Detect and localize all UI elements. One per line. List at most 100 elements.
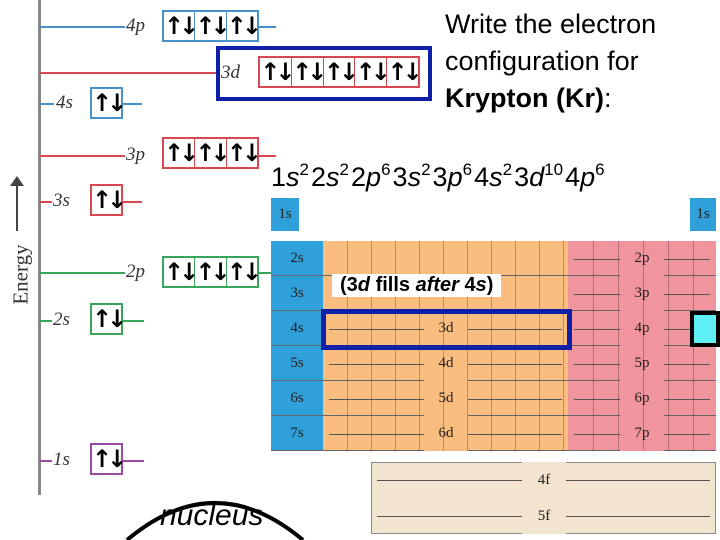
energy-axis bbox=[38, 0, 41, 495]
s-block-top-right bbox=[690, 198, 716, 231]
config-term-n: 3 bbox=[392, 162, 408, 192]
cell-1s-left: 1s bbox=[278, 206, 292, 222]
cell-5f: 5f bbox=[522, 498, 566, 534]
cell-3s: 3s bbox=[290, 285, 304, 301]
question-text: Write the electron configuration for Kry… bbox=[445, 6, 656, 117]
level-label-4p: 4p bbox=[126, 15, 145, 36]
config-term: 2s2 bbox=[311, 161, 349, 192]
electron-pair: ↑↓ bbox=[260, 58, 295, 86]
energy-arrow-line bbox=[16, 183, 18, 231]
cell-4d: 4d bbox=[424, 346, 468, 381]
question-line-2: configuration for bbox=[445, 46, 639, 76]
config-term: 3d10 bbox=[514, 160, 564, 192]
grid-line bbox=[668, 241, 669, 451]
s-block bbox=[271, 241, 323, 451]
level-label-2p: 2p bbox=[126, 261, 145, 282]
cell-2s: 2s bbox=[290, 250, 304, 266]
krypton-cell bbox=[690, 311, 720, 347]
cell-6s: 6s bbox=[290, 390, 304, 406]
config-term-e: 2 bbox=[299, 160, 309, 179]
cell-5p: 5p bbox=[620, 346, 664, 381]
cell-2p: 2p bbox=[620, 241, 664, 276]
level-line-2p bbox=[40, 272, 125, 274]
highlight-3d-row bbox=[321, 309, 572, 350]
config-term-n: 3 bbox=[514, 162, 530, 192]
grid-line bbox=[593, 241, 594, 451]
electron-pair: ↑↓ bbox=[92, 89, 127, 117]
cell-7s: 7s bbox=[290, 425, 304, 441]
config-term-l: s bbox=[489, 162, 503, 192]
config-term-l: s bbox=[286, 162, 300, 192]
orbital-box-3p: ↑↓ ↑↓ ↑↓ bbox=[162, 137, 262, 169]
energy-arrow-head bbox=[10, 176, 24, 186]
electron-pair: ↑↓ bbox=[292, 58, 327, 86]
config-term-l: d bbox=[529, 162, 545, 192]
orbital-box-2p: ↑↓ ↑↓ ↑↓ bbox=[162, 256, 262, 288]
config-term: 3p6 bbox=[433, 160, 473, 192]
cell-5d: 5d bbox=[424, 381, 468, 416]
electron-pair: ↑↓ bbox=[226, 12, 262, 40]
level-label-3p: 3p bbox=[126, 144, 145, 165]
cell-4s: 4s bbox=[290, 320, 304, 336]
level-label-3s: 3s bbox=[53, 190, 70, 211]
electron-configuration: 1s22s22p63s23p64s23d104p6 bbox=[271, 160, 607, 193]
level-line-4s bbox=[40, 103, 54, 105]
cell-5s: 5s bbox=[290, 355, 304, 371]
config-term-e: 6 bbox=[462, 160, 473, 179]
level-line-2s bbox=[40, 320, 52, 322]
nucleus-arc bbox=[125, 501, 305, 540]
electron-pair: ↑↓ bbox=[92, 445, 127, 473]
electron-pair: ↑↓ bbox=[195, 12, 230, 40]
config-term-l: s bbox=[407, 162, 422, 192]
cell-6p: 6p bbox=[620, 381, 664, 416]
electron-pair: ↑↓ bbox=[195, 258, 230, 286]
config-term-e: 6 bbox=[595, 160, 605, 179]
orbital-box-2s: ↑↓ bbox=[90, 303, 127, 335]
config-term-e: 2 bbox=[421, 160, 431, 179]
electron-pair: ↑↓ bbox=[164, 139, 199, 167]
level-line-3d bbox=[40, 72, 218, 74]
config-term-l: p bbox=[366, 162, 382, 192]
electron-pair: ↑↓ bbox=[226, 139, 262, 167]
grid-line bbox=[643, 241, 644, 451]
electron-pair: ↑↓ bbox=[323, 58, 359, 86]
config-term-l: p bbox=[447, 162, 463, 192]
table-row bbox=[271, 416, 716, 451]
cell-1s-right: 1s bbox=[696, 206, 710, 222]
electron-pair: ↑↓ bbox=[92, 305, 127, 333]
cell-4p: 4p bbox=[620, 311, 664, 346]
electron-pair: ↑↓ bbox=[226, 258, 262, 286]
level-line-4p bbox=[40, 26, 125, 28]
level-line-3s bbox=[40, 201, 52, 203]
cell-3p: 3p bbox=[620, 276, 664, 311]
table-row bbox=[271, 346, 716, 381]
cell-3d: 3d bbox=[424, 311, 468, 346]
cell-6d: 6d bbox=[424, 416, 468, 451]
config-term-e: 6 bbox=[381, 160, 391, 179]
cell-7p: 7p bbox=[620, 416, 664, 451]
table-row bbox=[271, 381, 716, 416]
highlight-box-3d bbox=[216, 46, 432, 101]
electron-pair: ↑↓ bbox=[164, 258, 199, 286]
question-line-1: Write the electron bbox=[445, 9, 657, 39]
energy-axis-label: Energy bbox=[8, 244, 33, 305]
level-line-3p bbox=[40, 155, 125, 157]
electron-pair: ↑↓ bbox=[387, 58, 422, 86]
config-term-n: 1 bbox=[271, 162, 287, 192]
config-term-e: 2 bbox=[502, 160, 513, 179]
grid-line bbox=[618, 241, 619, 451]
element-name: Krypton (Kr) bbox=[445, 83, 604, 113]
config-term-n: 4 bbox=[565, 162, 581, 192]
level-label-1s: 1s bbox=[53, 449, 70, 470]
electron-pair: ↑↓ bbox=[355, 58, 391, 86]
orbital-box-1s: ↑↓ bbox=[90, 443, 127, 475]
config-term-e: 10 bbox=[544, 160, 564, 179]
level-label-3d: 3d bbox=[221, 62, 240, 83]
note-label: (3d fills after 4s) bbox=[332, 274, 502, 297]
electron-pair: ↑↓ bbox=[92, 186, 127, 214]
config-term: 4s2 bbox=[474, 160, 513, 192]
s-block-top-left bbox=[271, 198, 299, 231]
cell-4f: 4f bbox=[522, 462, 566, 498]
electron-pair: ↑↓ bbox=[195, 139, 230, 167]
level-label-4s: 4s bbox=[56, 92, 73, 113]
